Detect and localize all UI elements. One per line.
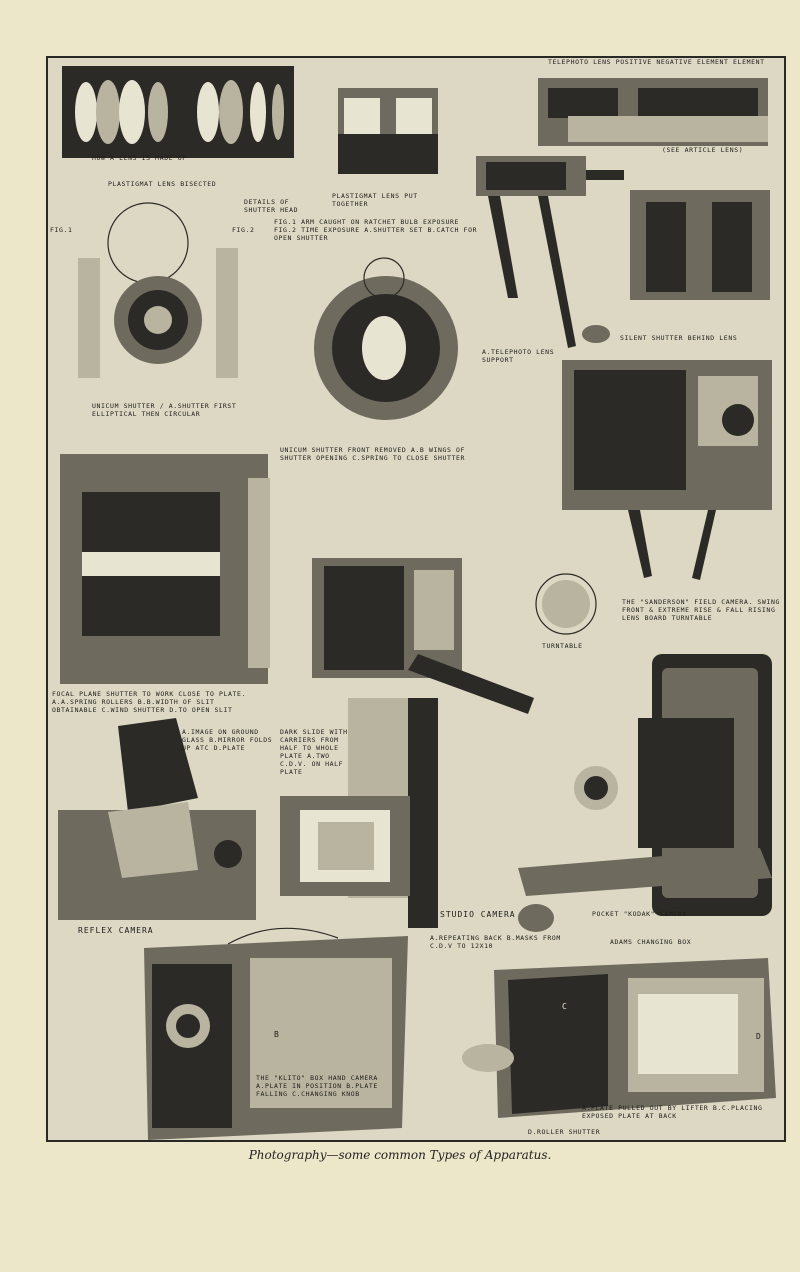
label-silent-shutter: SILENT SHUTTER BEHIND LENS: [620, 334, 738, 342]
label-plastigmat-bisected: PLASTIGMAT LENS BISECTED: [108, 180, 217, 188]
dark-slide-figure: [280, 796, 410, 896]
label-adams-box: ADAMS CHANGING BOX: [610, 938, 692, 946]
unicum-front-figure: [314, 257, 458, 420]
illustration-plate: HOW A LENS IS MADE UP PLASTIGMAT LENS BI…: [46, 56, 786, 1142]
plate-caption: Photography—some common Types of Apparat…: [248, 1148, 552, 1162]
telephoto-camera-figure: [476, 156, 624, 348]
telephoto-lens-figure: [538, 78, 768, 146]
letter-c: C: [562, 1002, 568, 1011]
label-fig1: FIG.1: [50, 226, 73, 234]
plastigmat-lens-figure: [338, 88, 438, 174]
silent-shutter-figure: [582, 190, 770, 343]
label-studio-parts: A.REPEATING BACK B.MASKS FROM C.D.V TO 1…: [430, 934, 561, 950]
label-sanderson: THE "SANDERSON" FIELD CAMERA. SWING FRON…: [622, 598, 780, 622]
klito-camera-figure: [144, 927, 408, 1140]
lens-elements-figure: [62, 66, 294, 158]
label-fig2: FIG.2: [232, 226, 255, 234]
turntable-figure: [535, 573, 597, 635]
label-telephoto-support: A.TELEPHOTO LENS SUPPORT: [482, 348, 555, 364]
letter-b: B: [274, 1030, 280, 1039]
label-studio-camera: STUDIO CAMERA: [440, 910, 516, 919]
label-details-shutter: DETAILS OF SHUTTER HEAD: [244, 198, 299, 214]
letter-d: D: [756, 1032, 762, 1041]
label-roller-shutter: D.ROLLER SHUTTER: [528, 1128, 601, 1136]
label-reflex-camera: REFLEX CAMERA: [78, 926, 154, 935]
label-klito: THE "KLITO" BOX HAND CAMERA A.PLATE IN P…: [256, 1074, 378, 1098]
label-see-article: (SEE ARTICLE LENS): [662, 146, 744, 154]
unicum-shutter-figure: [78, 202, 238, 378]
label-pocket-kodak: POCKET "KODAK" CAMERA: [592, 910, 687, 918]
label-unicum-shutter: UNICUM SHUTTER / A.SHUTTER FIRST ELLIPTI…: [92, 402, 237, 418]
sanderson-camera-figure: [562, 360, 772, 580]
adams-changing-box-figure: [462, 958, 776, 1118]
label-turntable: TURNTABLE: [542, 642, 583, 650]
label-focal-plane: FOCAL PLANE SHUTTER TO WORK CLOSE TO PLA…: [52, 690, 247, 714]
label-adams-parts: A.PLATE PULLED OUT BY LIFTER B.C.PLACING…: [582, 1104, 763, 1120]
letter-a: A: [206, 554, 212, 563]
reflex-camera-figure: [58, 718, 256, 920]
label-telephoto-top: TELEPHOTO LENS POSITIVE NEGATIVE ELEMENT…: [548, 58, 765, 66]
label-reflex-parts: A.IMAGE ON GROUND GLASS B.MIRROR FOLDS U…: [182, 728, 273, 752]
apparatus-engraving: [58, 66, 776, 1140]
label-unicum-front-removed: UNICUM SHUTTER FRONT REMOVED A.B WINGS O…: [280, 446, 466, 462]
focal-plane-shutter-figure: [60, 454, 270, 684]
label-how-lens-made: HOW A LENS IS MADE UP: [92, 154, 187, 162]
label-dark-slide: DARK SLIDE WITH CARRIERS FROM HALF TO WH…: [280, 728, 348, 776]
label-plastigmat-together: PLASTIGMAT LENS PUT TOGETHER: [332, 192, 418, 208]
pocket-kodak-figure: [518, 654, 772, 932]
label-fig-notes: FIG.1 ARM CAUGHT ON RATCHET BULB EXPOSUR…: [274, 218, 478, 242]
